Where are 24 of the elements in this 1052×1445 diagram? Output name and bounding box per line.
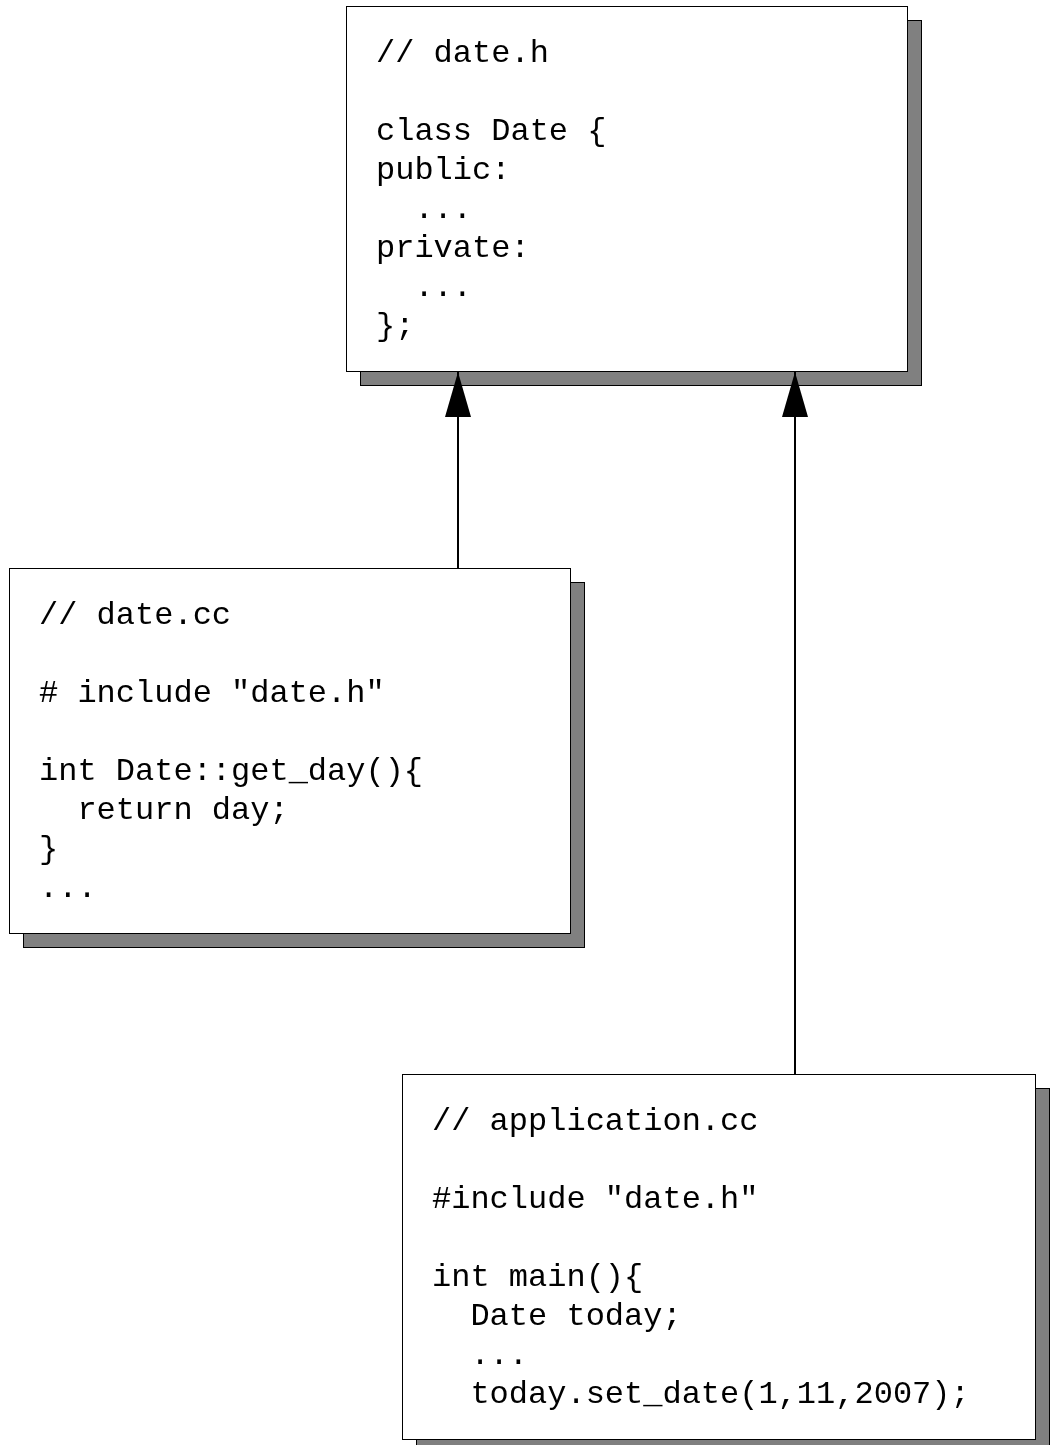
code-line: public: bbox=[376, 151, 511, 190]
code-line: int main(){ bbox=[432, 1258, 644, 1297]
code-line: // date.cc bbox=[39, 596, 232, 635]
code-line: }; bbox=[376, 307, 415, 346]
arrow bbox=[782, 371, 808, 1075]
code-line: ... bbox=[469, 1336, 528, 1375]
code-line: ... bbox=[413, 268, 472, 307]
code-line: #include "date.h" bbox=[432, 1180, 759, 1219]
code-line: // date.h bbox=[376, 34, 549, 73]
code-line: class Date { bbox=[376, 112, 607, 151]
code-box bbox=[346, 6, 908, 372]
code-line: // application.cc bbox=[432, 1102, 759, 1141]
code-line: return day; bbox=[76, 791, 289, 830]
code-line: } bbox=[39, 830, 59, 869]
code-box bbox=[402, 1074, 1036, 1440]
code-line: ... bbox=[413, 190, 472, 229]
code-line: # include "date.h" bbox=[39, 674, 385, 713]
code-line: today.set_date(1,11,2007); bbox=[469, 1375, 970, 1414]
arrow bbox=[445, 371, 471, 569]
code-box bbox=[9, 568, 571, 934]
code-line: Date today; bbox=[469, 1297, 682, 1336]
code-line: private: bbox=[376, 229, 530, 268]
code-line: int Date::get_day(){ bbox=[39, 752, 424, 791]
code-line: ... bbox=[39, 869, 97, 908]
